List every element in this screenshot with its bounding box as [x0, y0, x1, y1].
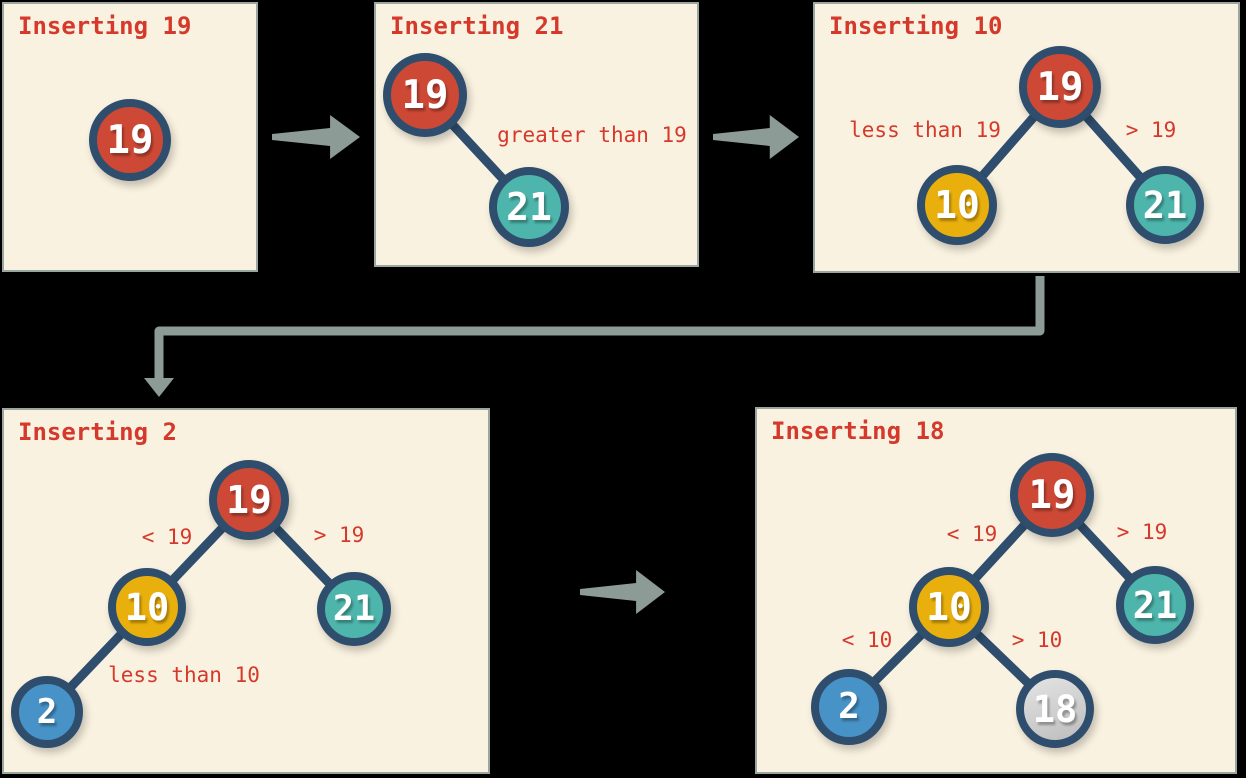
tree-node-10: 10	[909, 567, 989, 647]
flow-arrow-right-icon	[272, 115, 360, 159]
tree-node-value: 2	[838, 686, 860, 727]
tree-node-19: 19	[89, 99, 171, 181]
edge-label: less than 19	[849, 118, 1001, 142]
tree-node-19: 19	[383, 53, 467, 137]
edge-label: greater than 19	[497, 123, 687, 147]
flow-arrow-elbow-icon	[154, 276, 1045, 380]
tree-node-value: 2	[36, 692, 58, 732]
tree-node-21: 21	[317, 572, 391, 646]
tree-node-value: 21	[332, 588, 376, 629]
tree-node-value: 21	[1132, 583, 1178, 627]
tree-node-value: 19	[401, 72, 449, 118]
tree-node-value: 18	[1032, 687, 1078, 731]
panel-inserting-18: Inserting 18 < 19 > 19 < 10 > 10 19 10 21 2 18	[755, 407, 1237, 774]
tree-node-19: 19	[1010, 453, 1094, 537]
panel-title: Inserting 21	[390, 12, 564, 40]
panel-inserting-2: Inserting 2 < 19 > 19 less than 10 19 10 21 2	[2, 408, 490, 774]
tree-node-value: 19	[226, 478, 272, 522]
tree-node-10: 10	[108, 568, 186, 646]
tree-node-value: 10	[934, 183, 980, 227]
edge-label: less than 10	[108, 663, 260, 687]
tree-node-value: 19	[106, 117, 154, 163]
flow-arrow-right-icon	[713, 115, 799, 159]
tree-node-10: 10	[917, 165, 997, 245]
tree-node-value: 19	[1036, 64, 1084, 110]
tree-node-21: 21	[1116, 566, 1194, 644]
panel-title: Inserting 19	[18, 12, 192, 40]
tree-node-21: 21	[489, 167, 569, 247]
tree-node-value: 10	[926, 585, 972, 629]
panel-title: Inserting 10	[829, 12, 1003, 40]
edge-label: > 19	[1116, 520, 1168, 544]
edge-label: < 19	[141, 525, 193, 549]
panel-title: Inserting 2	[18, 418, 177, 446]
tree-node-value: 21	[506, 185, 552, 229]
panel-title: Inserting 18	[771, 417, 945, 445]
tree-node-2: 2	[11, 676, 83, 748]
edge-label: > 19	[313, 523, 365, 547]
flow-arrow-elbow-head-icon	[144, 378, 174, 397]
edge-label: > 10	[1011, 628, 1063, 652]
tree-node-value: 21	[1142, 183, 1188, 227]
edge-label: < 10	[841, 628, 893, 652]
panel-inserting-10: Inserting 10 less than 19 > 19 19 10 21	[813, 2, 1240, 273]
panel-inserting-19: Inserting 19 19	[2, 2, 258, 272]
tree-node-19: 19	[209, 460, 289, 540]
edge-label: < 19	[946, 522, 998, 546]
tree-node-19: 19	[1019, 46, 1101, 128]
flow-arrow-right-icon	[580, 570, 665, 614]
tree-node-2: 2	[811, 669, 887, 745]
tree-node-21: 21	[1126, 166, 1204, 244]
edge-label: > 19	[1125, 118, 1177, 142]
panel-inserting-21: Inserting 21 greater than 19 19 21	[374, 2, 699, 267]
tree-node-value: 10	[124, 585, 170, 629]
tree-node-18: 18	[1016, 670, 1094, 748]
tree-node-value: 19	[1028, 472, 1076, 518]
